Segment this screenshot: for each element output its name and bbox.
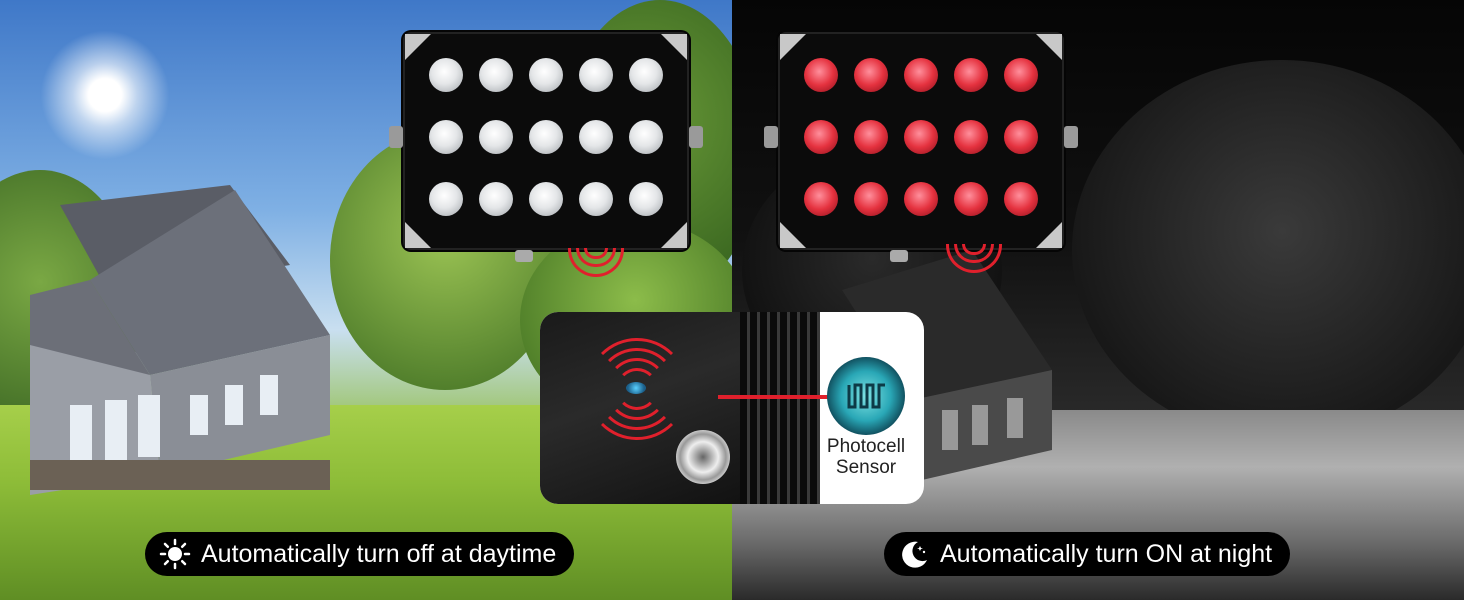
house [30,185,330,495]
led-bulb [429,120,463,154]
sensor-window [626,382,646,394]
led-bulb [904,182,938,216]
led-bulb [529,182,563,216]
led-bulb [954,120,988,154]
led-bulb [429,58,463,92]
signal-waves-icon [566,248,626,284]
nighttime-scene: Automatically turn ON at night [732,0,1464,600]
photocell-label-line2: Sensor [835,457,897,478]
led-bulb [529,58,563,92]
photocell-sensor-icon [827,357,905,435]
photocell-closeup: Photocell Sensor [540,312,924,504]
led-bulb [579,182,613,216]
led-bulb [1004,58,1038,92]
led-bulb [1004,120,1038,154]
sun-icon [40,30,170,160]
daytime-caption: Automatically turn off at daytime [145,532,575,576]
heat-sink-fins [740,312,820,504]
led-bulb [529,120,563,154]
led-bulb [954,58,988,92]
sun-icon [159,538,191,570]
flood-light-on [764,32,1078,262]
tree [1072,60,1464,440]
cable-gland [676,430,730,484]
led-bulb [479,58,513,92]
led-bulb [1004,182,1038,216]
arrow-right-icon [718,395,846,399]
led-bulb [629,120,663,154]
daytime-scene: Automatically turn off at daytime [0,0,732,600]
photocell-label-line1: Photocell [826,436,906,457]
led-bulb [854,120,888,154]
led-bulb [579,58,613,92]
signal-ring [586,338,688,440]
nighttime-caption-text: Automatically turn ON at night [940,539,1273,568]
led-bulb [429,182,463,216]
led-bulb [904,120,938,154]
led-bulb [629,58,663,92]
led-bulb [804,58,838,92]
led-bulb [804,120,838,154]
photocell-label: Photocell Sensor [810,436,922,478]
led-bulb [854,58,888,92]
signal-waves-icon [944,244,1004,280]
moon-stars-icon [898,538,930,570]
led-bulb [904,58,938,92]
led-bulb [479,120,513,154]
led-bulb [629,182,663,216]
daytime-caption-text: Automatically turn off at daytime [201,539,557,568]
led-bulb [479,182,513,216]
led-bulb [854,182,888,216]
led-bulb [954,182,988,216]
flood-light-off [389,32,703,262]
led-bulb [579,120,613,154]
nighttime-caption: Automatically turn ON at night [884,532,1291,576]
led-bulb [804,182,838,216]
